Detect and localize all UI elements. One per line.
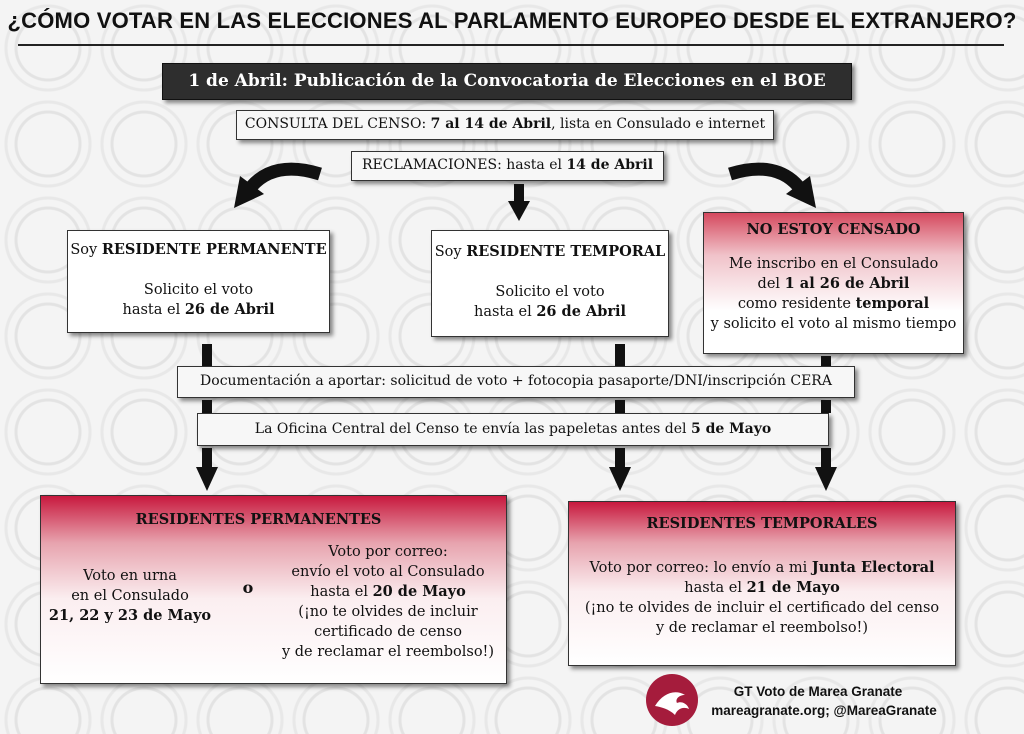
mail-line6: y de reclamar el reembolso!) <box>281 644 495 660</box>
temporary-final-line1-bold: Junta Electoral <box>811 559 935 576</box>
permanent-title: RESIDENTE PERMANENTE <box>101 241 327 258</box>
center-column-shaft-1 <box>615 344 625 367</box>
permanent-prefix: Soy <box>70 242 102 258</box>
permanent-line2-prefix: hasta el <box>122 302 185 318</box>
down-arrow-center-shaft <box>514 184 524 202</box>
temporary-line2-date: 26 de Abril <box>536 303 627 320</box>
mail-line3-date: 20 de Mayo <box>372 583 466 600</box>
temporary-resident-box: Soy RESIDENTE TEMPORAL Solicito el voto … <box>431 230 669 337</box>
mail-line3-prefix: hasta el <box>310 584 373 600</box>
claims-date: 14 de Abril <box>566 157 654 173</box>
urn-line1: Voto en urna <box>83 568 177 584</box>
footer-group: GT Voto de Marea Granate <box>733 684 903 699</box>
ballots-prefix: La Oficina Central del Censo te envía la… <box>254 421 691 437</box>
census-check-prefix: CONSULTA DEL CENSO: <box>244 116 431 132</box>
curved-arrow-left-icon <box>234 162 322 208</box>
permanent-line2-date: 26 de Abril <box>184 301 275 318</box>
curved-arrow-right-icon <box>728 162 816 208</box>
ballots-date: 5 de Mayo <box>690 421 772 437</box>
temporary-prefix: Soy <box>434 244 467 260</box>
claims-prefix: RECLAMACIONES: hasta el <box>361 157 567 173</box>
title-divider <box>18 44 1004 46</box>
mail-line5: certificado de censo <box>314 624 462 640</box>
not-registered-line4: y solicito el voto al mismo tiempo <box>710 316 957 332</box>
documents-text: Documentación a aportar: solicitud de vo… <box>200 373 832 389</box>
urn-line2: en el Consulado <box>71 588 189 604</box>
down-arrow-right-icon <box>815 467 837 491</box>
not-registered-box: NO ESTOY CENSADO Me inscribo en el Consu… <box>703 212 964 354</box>
page-title: ¿CÓMO VOTAR EN LAS ELECCIONES AL PARLAME… <box>7 8 1017 33</box>
census-check-suffix: , lista en Consulado e internet <box>551 116 766 132</box>
temporary-final-line2-date: 21 de Mayo <box>746 579 840 596</box>
temporary-final-line3: (¡no te olvides de incluir el certificad… <box>584 600 940 616</box>
temporary-title: RESIDENTE TEMPORAL <box>466 243 666 260</box>
temporary-final-title: RESIDENTES TEMPORALES <box>646 515 878 532</box>
not-registered-title: NO ESTOY CENSADO <box>746 221 921 238</box>
ballots-box: La Oficina Central del Censo te envía la… <box>197 413 829 446</box>
down-arrow-left-icon <box>196 467 218 491</box>
temporary-final-line4: y de reclamar el reembolso!) <box>655 620 869 636</box>
down-arrow-center-icon <box>508 201 530 221</box>
mail-vote-block: Voto por correo: envío el voto al Consul… <box>273 542 503 662</box>
census-check-box: CONSULTA DEL CENSO: 7 al 14 de Abril, li… <box>236 110 774 140</box>
left-column-shaft-1 <box>202 344 212 367</box>
left-column-shaft-2 <box>202 400 212 413</box>
permanent-resident-box: Soy RESIDENTE PERMANENTE Solicito el vot… <box>67 230 330 333</box>
publication-text: 1 de Abril: Publicación de la Convocator… <box>188 71 826 91</box>
temporary-final-line2-prefix: hasta el <box>684 580 747 596</box>
center-column-shaft-2 <box>615 400 625 413</box>
not-registered-line3-word: temporal <box>855 295 930 312</box>
left-column-shaft-3 <box>202 448 212 468</box>
publication-box: 1 de Abril: Publicación de la Convocator… <box>162 63 852 100</box>
urn-dates: 21, 22 y 23 de Mayo <box>48 607 212 624</box>
right-column-shaft-3 <box>821 448 831 468</box>
not-registered-line2-prefix: del <box>757 276 785 292</box>
temporary-final-box: RESIDENTES TEMPORALES Voto por correo: l… <box>568 501 956 666</box>
footer-contact: mareagranate.org; @MareaGranate <box>711 703 937 718</box>
not-registered-line3-prefix: como residente <box>737 296 856 312</box>
right-column-shaft-1 <box>821 356 831 367</box>
or-separator: o <box>242 578 254 597</box>
marea-granate-logo-icon <box>646 674 698 726</box>
mail-line4: (¡no te olvides de incluir <box>298 604 478 620</box>
census-check-dates: 7 al 14 de Abril <box>430 116 552 132</box>
permanent-final-box: RESIDENTES PERMANENTES Voto en urna en e… <box>40 495 507 684</box>
center-column-shaft-3 <box>615 448 625 468</box>
temporary-line2-prefix: hasta el <box>473 304 537 320</box>
permanent-line1: Solicito el voto <box>143 282 254 298</box>
mail-line1: Voto por correo: <box>328 544 448 560</box>
right-column-shaft-2 <box>821 400 831 413</box>
claims-box: RECLAMACIONES: hasta el 14 de Abril <box>351 151 664 181</box>
urn-vote-block: Voto en urna en el Consulado 21, 22 y 23… <box>45 566 215 626</box>
documents-box: Documentación a aportar: solicitud de vo… <box>177 366 855 398</box>
not-registered-line2-dates: 1 al 26 de Abril <box>784 275 910 292</box>
mail-line2: envío el voto al Consulado <box>291 564 485 580</box>
not-registered-line1: Me inscribo en el Consulado <box>728 256 939 272</box>
temporary-final-line1-prefix: Voto por correo: lo envío a mi <box>589 560 812 576</box>
permanent-final-title: RESIDENTES PERMANENTES <box>135 511 382 528</box>
temporary-line1: Solicito el voto <box>495 284 605 300</box>
down-arrow-center-lower-icon <box>609 467 631 491</box>
